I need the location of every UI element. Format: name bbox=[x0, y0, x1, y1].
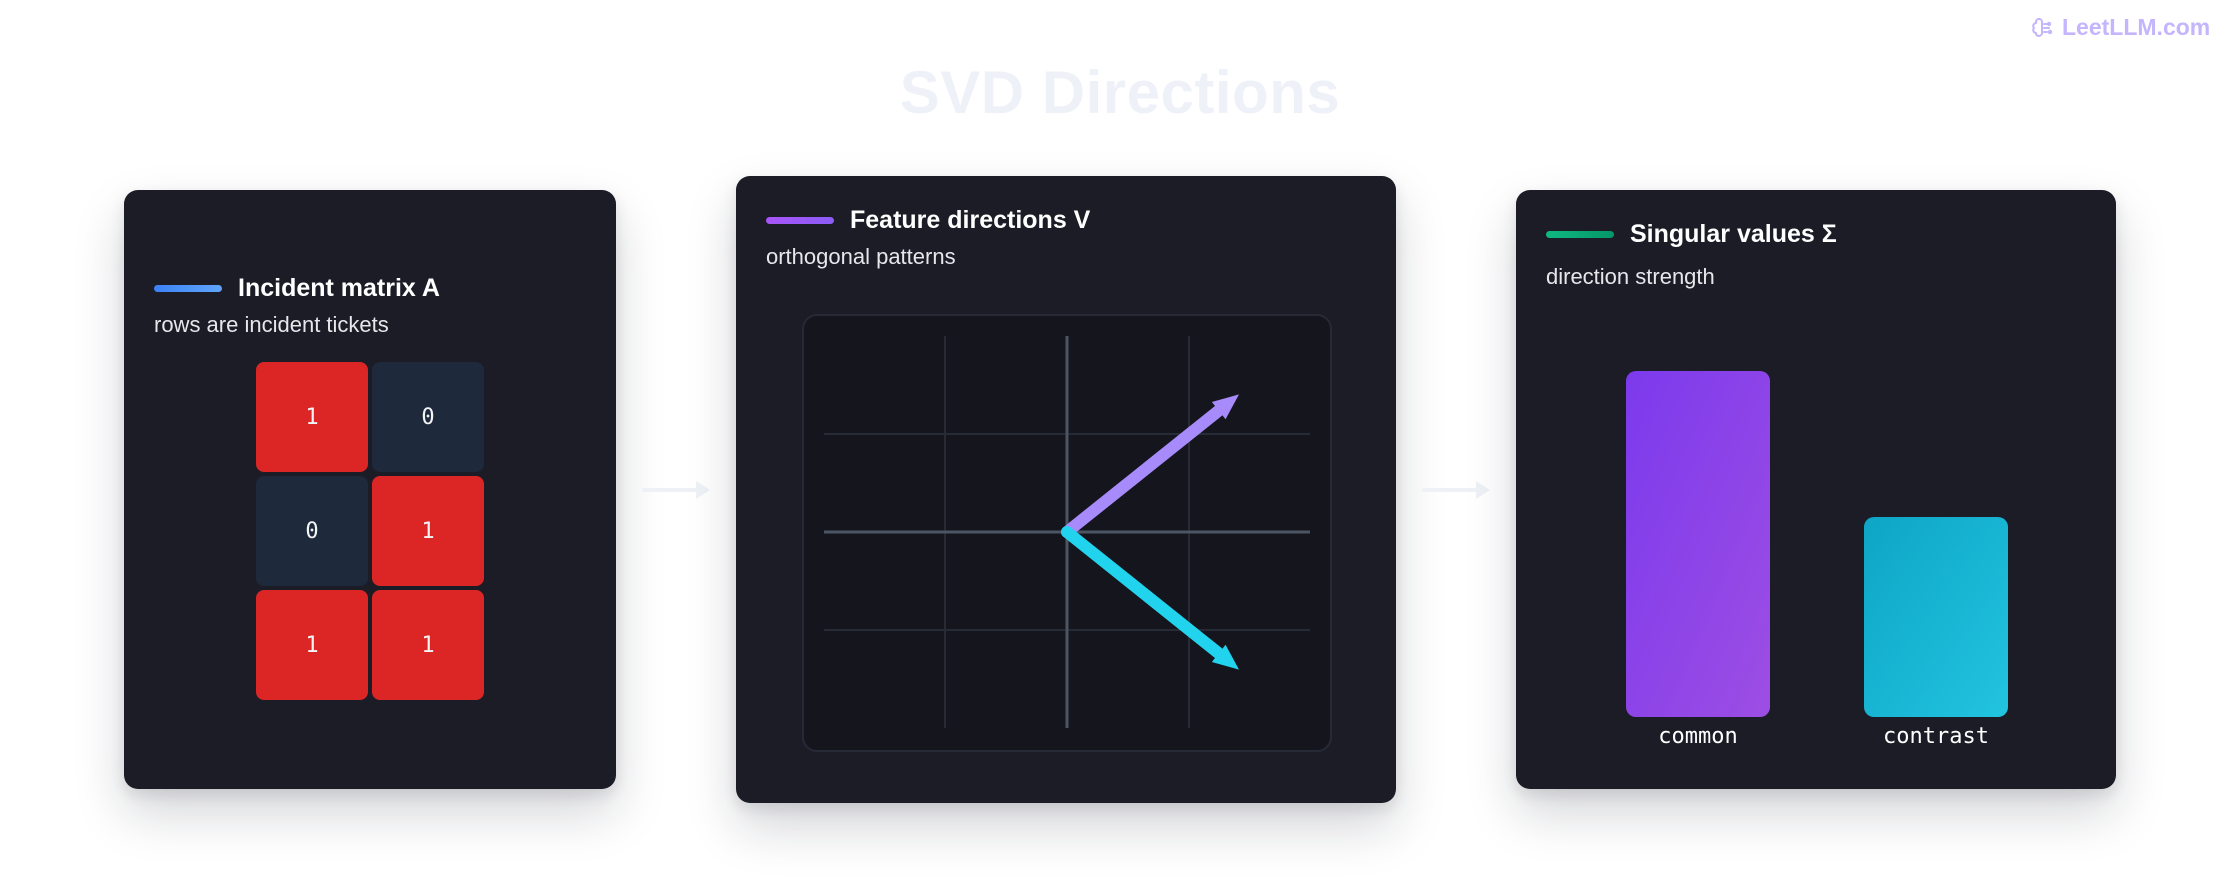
brand-logo[interactable]: LeetLLM.com bbox=[2030, 14, 2210, 41]
singular-values-panel: Singular values Σ direction strength com… bbox=[1516, 190, 2116, 789]
singular-values-panel-title: Singular values Σ bbox=[1630, 220, 1837, 248]
directions-panel-header: Feature directions V bbox=[766, 206, 1090, 235]
bar-common bbox=[1626, 371, 1770, 717]
vector-v2 bbox=[1061, 526, 1225, 660]
page-title: SVD Directions bbox=[899, 59, 1341, 126]
singular-values-panel-subtitle: direction strength bbox=[1546, 264, 1715, 289]
arrow-right-icon bbox=[642, 481, 710, 499]
arrow-right-icon bbox=[1422, 481, 1490, 499]
brain-icon bbox=[2030, 16, 2054, 40]
directions-panel-subtitle: orthogonal patterns bbox=[766, 244, 956, 269]
directions-panel-title: Feature directions V bbox=[850, 206, 1091, 234]
vector-v1-arrowhead bbox=[1211, 394, 1239, 420]
matrix-accent-line bbox=[154, 285, 222, 292]
matrix-cell: 1 bbox=[256, 362, 368, 472]
matrix-cell: 0 bbox=[256, 476, 368, 586]
bar-contrast bbox=[1864, 517, 2008, 717]
matrix-cell: 1 bbox=[372, 590, 484, 700]
brand-text: LeetLLM.com bbox=[2062, 14, 2211, 40]
matrix-panel-header: Incident matrix A bbox=[154, 274, 440, 303]
direction-plot bbox=[802, 314, 1332, 757]
matrix-cell: 1 bbox=[256, 590, 368, 700]
singular-values-panel-header: Singular values Σ bbox=[1546, 220, 1837, 249]
vector-v2-arrowhead bbox=[1211, 644, 1239, 670]
singular-values-accent-line bbox=[1546, 231, 1614, 238]
matrix-cell: 1 bbox=[372, 476, 484, 586]
matrix-panel: Incident matrix A rows are incident tick… bbox=[124, 190, 616, 789]
matrix-cell: 0 bbox=[372, 362, 484, 472]
matrix-panel-title: Incident matrix A bbox=[238, 274, 440, 302]
bar-label-common: common bbox=[1658, 724, 1738, 749]
bar-label-contrast: contrast bbox=[1883, 724, 1989, 749]
matrix-panel-subtitle: rows are incident tickets bbox=[154, 312, 389, 337]
vector-v1 bbox=[1061, 404, 1225, 538]
directions-accent-line bbox=[766, 217, 834, 224]
directions-panel: Feature directions V orthogonal patterns bbox=[736, 176, 1396, 803]
singular-values-chart bbox=[1626, 371, 2008, 717]
